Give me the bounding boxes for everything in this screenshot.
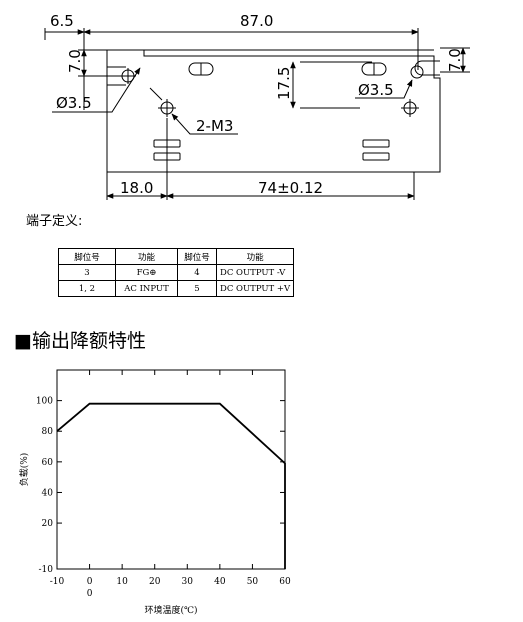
table-cell: AC INPUT [115,280,178,297]
dim-74: 74±0.12 [258,179,323,197]
x-tick-label: 60 [279,577,291,587]
table-cell: 3 [58,264,116,281]
x-tick-label: 30 [182,577,194,587]
pin-table: 脚位号 功能 脚位号 功能 3 FG⊕ 4 DC OUTPUT -V 1, 2 … [58,248,295,297]
header-cell: 功能 [215,248,295,265]
table-row: 1, 2 AC INPUT 5 DC OUTPUT +V [58,280,295,297]
dim-7-0-left: 7.0 [66,49,84,73]
table-cell: 1, 2 [58,280,116,297]
table-cell: 4 [177,264,217,281]
table-cell: DC OUTPUT -V [215,264,295,281]
dim-6-5: 6.5 [50,12,74,30]
dim-17-5: 17.5 [275,67,293,100]
dim-7-0-right: 7.0 [446,48,464,72]
derating-heading: ■输出降额特性 [14,330,146,352]
x-tick-label: 0 [87,577,93,587]
derating-chart: -10 0 10 20 30 40 50 60 0 -10 20 40 60 80 100 环境温度(℃) 负载… [18,369,291,616]
derating-curve [56,402,286,569]
y-tick-label: 80 [42,427,54,437]
y-tick-label: 40 [42,488,54,498]
y-tick-label: 100 [36,397,53,407]
y-tick-label: -10 [39,565,54,575]
mechanical-drawing [44,28,470,200]
x-tick-label: 40 [214,577,226,587]
table-row: 3 FG⊕ 4 DC OUTPUT -V [58,264,295,281]
header-cell: 功能 [115,248,178,265]
y-tick-label: 60 [42,458,54,468]
dim-87-0: 87.0 [240,12,273,30]
header-cell: 脚位号 [177,248,217,265]
board-outline [106,49,441,173]
hole-right-label: Ø3.5 [358,81,394,99]
right-notch [414,60,440,76]
table-cell: FG⊕ [115,264,178,281]
hole-left-label: Ø3.5 [56,94,92,112]
dim-18-0: 18.0 [120,179,153,197]
screw-label: 2-M3 [196,117,233,135]
header-cell: 脚位号 [58,248,116,265]
terminal-heading: 端子定义: [26,214,83,229]
y-tick-label: 20 [42,519,54,529]
table-header-row: 脚位号 功能 脚位号 功能 [58,248,295,265]
x-tick-label: 10 [116,577,128,587]
x-tick-label: 50 [247,577,259,587]
left-slot [107,66,126,86]
y-axis-label: 负载(%) [18,453,30,487]
x-extra-label: 0 [87,589,93,599]
table-cell: 5 [177,280,217,297]
hole-right [410,65,424,79]
plot-frame [56,369,286,570]
x-tick-label: -10 [50,577,65,587]
x-axis-label: 环境温度(℃) [144,604,197,616]
table-cell: DC OUTPUT +V [215,280,295,297]
x-tick-label: 20 [149,577,161,587]
